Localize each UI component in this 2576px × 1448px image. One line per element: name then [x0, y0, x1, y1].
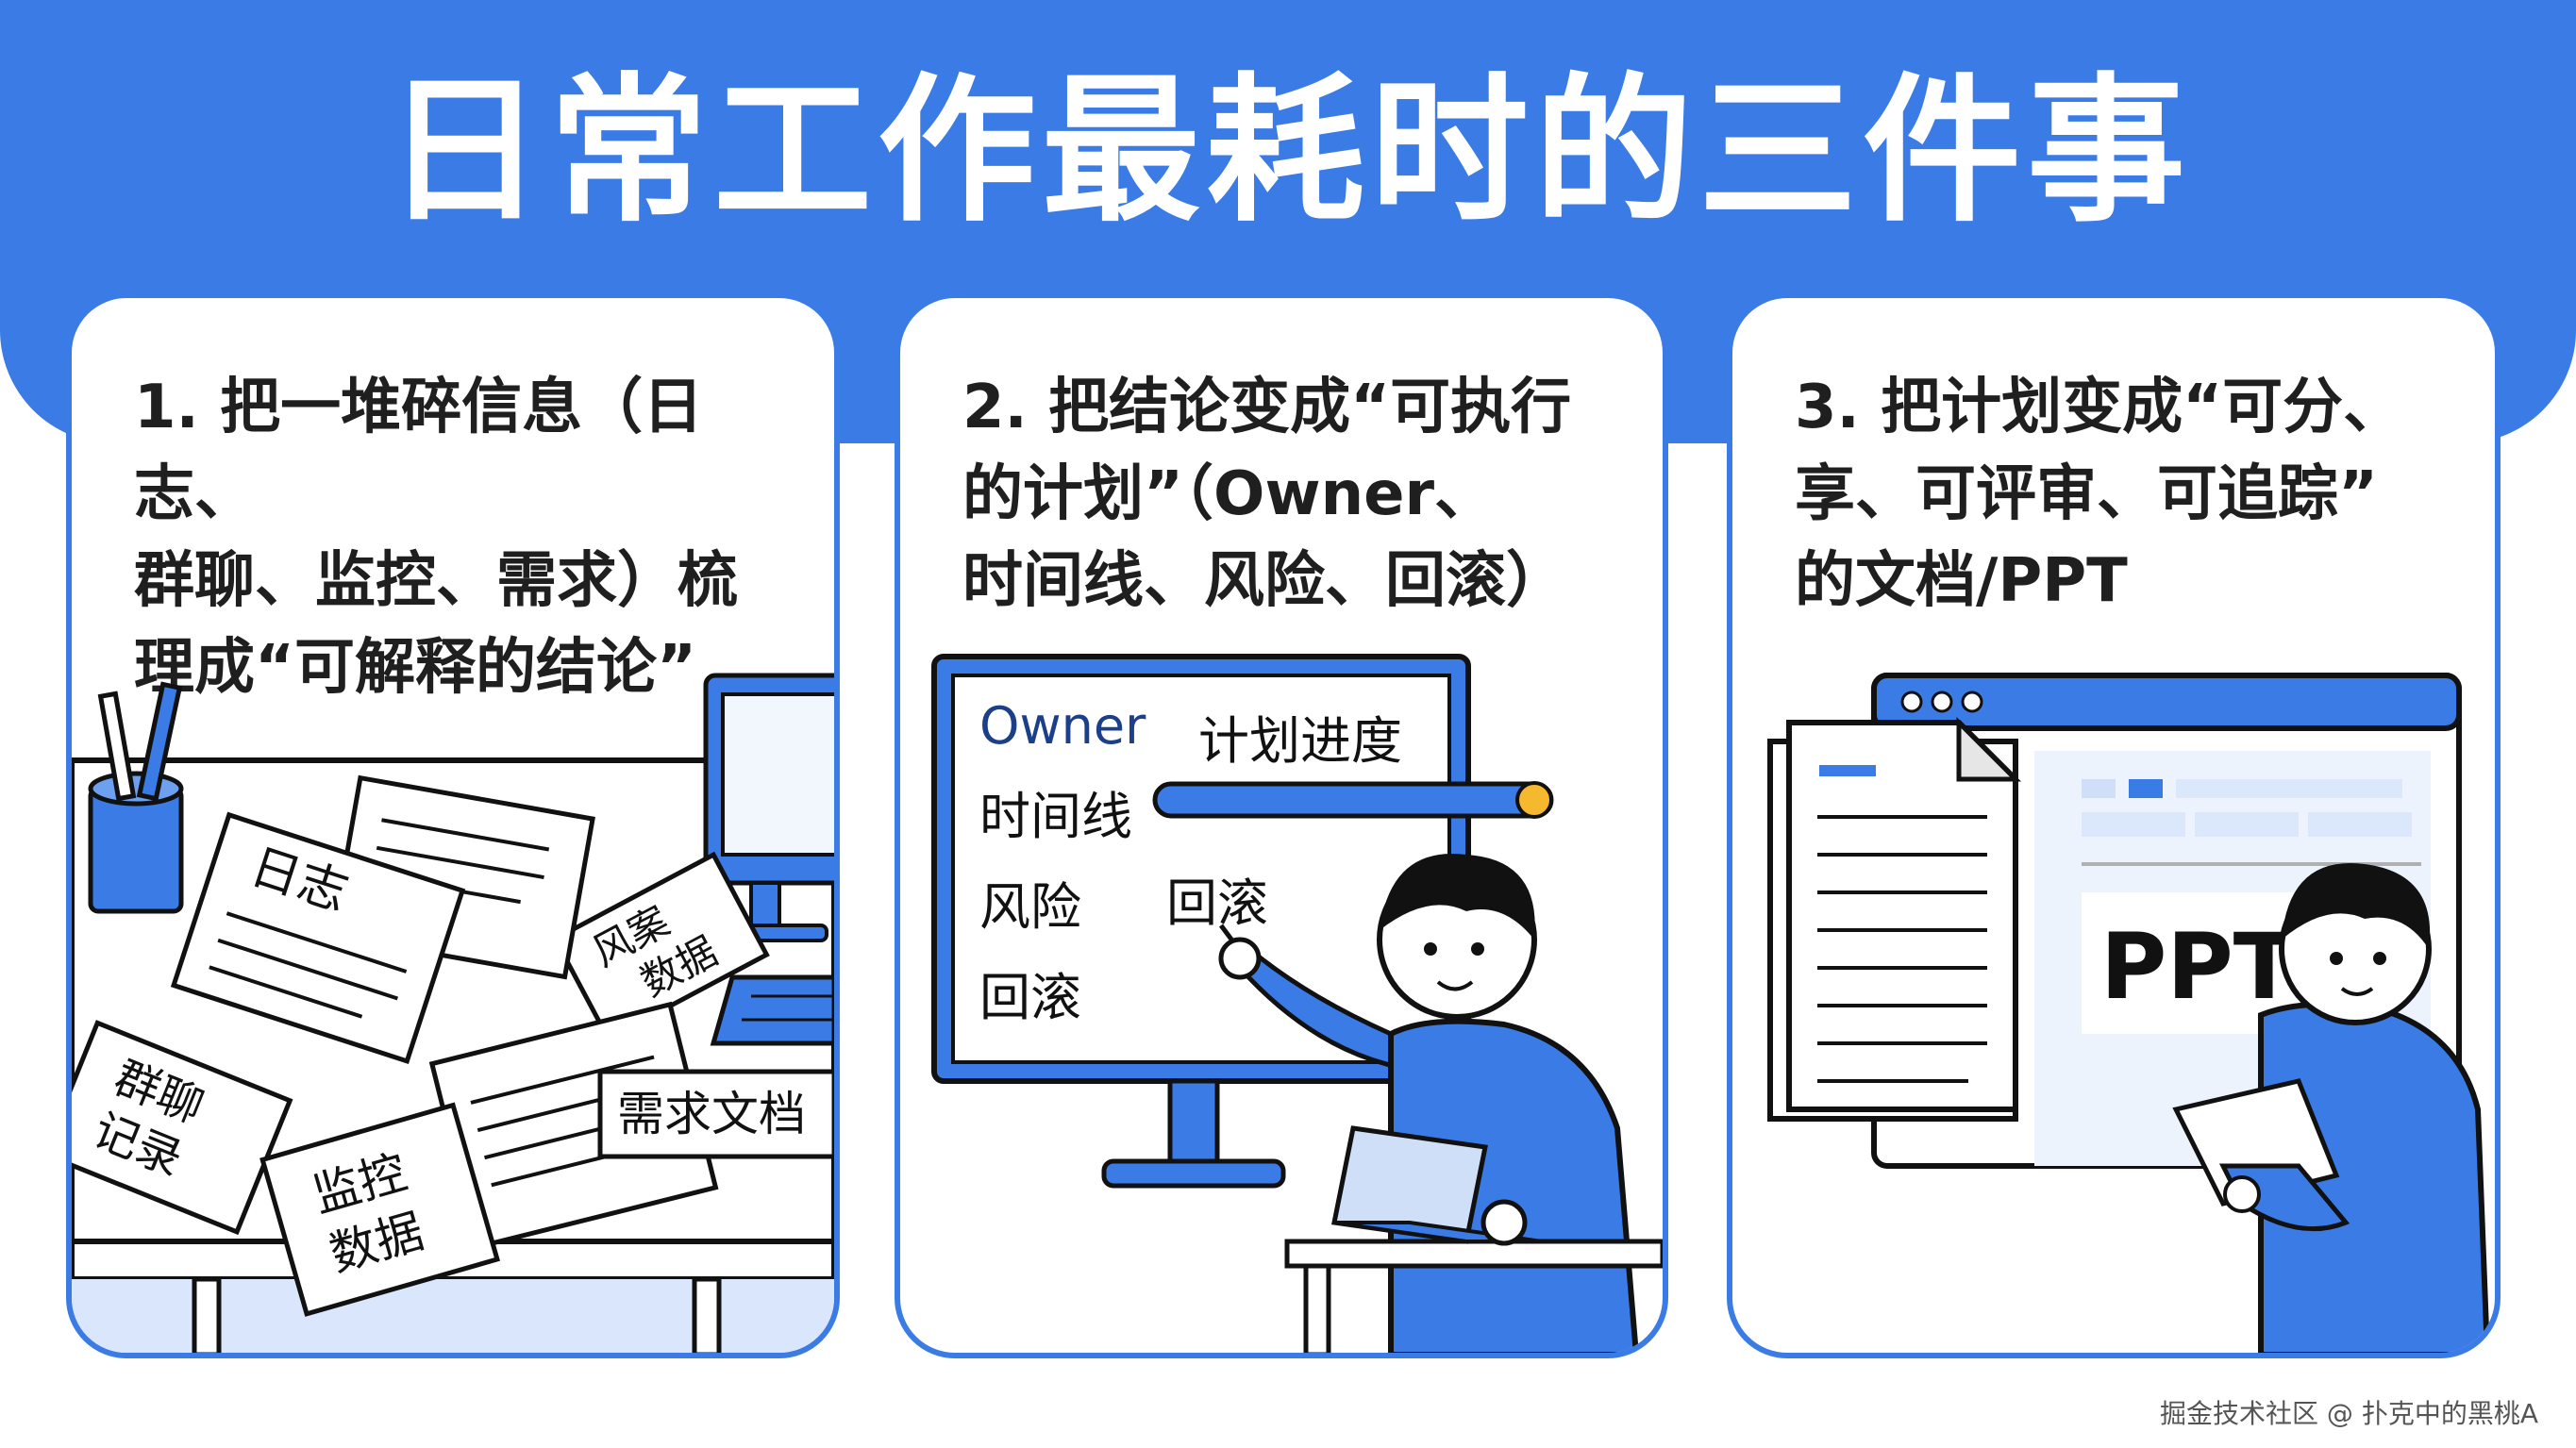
card-3-line-1: 3. 把计划变成“可分、: [1795, 373, 2404, 442]
card-2-line-1: 2. 把结论变成“可执行: [962, 373, 1572, 442]
card-1-line-1: 1. 把一堆碎信息（日志、: [134, 373, 704, 529]
card-1-line-3: 理成“可解释的结论”: [134, 633, 697, 703]
card-3-text: 3. 把计划变成“可分、 享、可评审、可追踪” 的文档/PPT: [1795, 364, 2455, 624]
board-item-owner: Owner: [979, 696, 1146, 756]
card-info-sorting: 1. 把一堆碎信息（日志、 群聊、监控、需求）梳 理成“可解释的结论”: [66, 292, 840, 1358]
board-item-rollback: 回滚: [979, 968, 1081, 1027]
presentation-illustration: Owner 时间线 风险 回滚 计划进度 回滚: [931, 654, 1663, 1353]
monitor-icon: [703, 673, 834, 942]
card-1-line-2: 群聊、监控、需求）梳: [134, 546, 738, 616]
card-2-line-3: 时间线、风险、回滚）: [962, 546, 1566, 616]
presentation-screen-icon: Owner 时间线 风险 回滚 计划进度 回滚: [931, 654, 1471, 1189]
card-1-text: 1. 把一堆碎信息（日志、 群聊、监控、需求）梳 理成“可解释的结论”: [134, 364, 795, 711]
presenter-icon: [1218, 854, 1639, 1353]
card-2-illustration: Owner 时间线 风险 回滚 计划进度 回滚: [900, 638, 1663, 1353]
card-2-line-2: 的计划”（Owner、: [962, 459, 1496, 529]
reader-icon: [2172, 863, 2490, 1353]
watermark: 掘金技术社区 @ 扑克中的黑桃A: [2160, 1398, 2538, 1429]
page-title: 日常工作最耗时的三件事: [385, 58, 2191, 243]
paper-requirement-label: 需求文档: [617, 1087, 806, 1141]
paper-requirement-tag: 需求文档: [597, 1069, 834, 1159]
document-illustration: PPT: [1767, 673, 2490, 1353]
card-3-line-2: 享、可评审、可追踪”: [1795, 459, 2379, 529]
desk-illustration: 风案 数据 日志: [72, 673, 834, 1353]
board-item-timeline: 时间线: [979, 787, 1132, 846]
card-2-text: 2. 把结论变成“可执行 的计划”（Owner、 时间线、风险、回滚）: [962, 364, 1623, 624]
paper-monitor-data: 监控 数据: [259, 1102, 501, 1317]
card-3-line-3: 的文档/PPT: [1795, 546, 2128, 616]
pen-holder-icon: [88, 681, 184, 914]
document-icon: [1767, 716, 2022, 1122]
progress-label: 计划进度: [1198, 711, 1402, 771]
card-1-illustration: 风案 数据 日志: [72, 638, 834, 1353]
board-item-risk: 风险: [979, 877, 1081, 937]
rollback-label: 回滚: [1166, 874, 1268, 933]
card-shareable-doc: 3. 把计划变成“可分、 享、可评审、可追踪” 的文档/PPT P: [1727, 292, 2501, 1358]
card-action-plan: 2. 把结论变成“可执行 的计划”（Owner、 时间线、风险、回滚） Owne…: [895, 292, 1668, 1358]
paper-log: 日志: [170, 811, 466, 1065]
progress-bar-icon: [1152, 781, 1554, 819]
laptop-icon: [1284, 1125, 1663, 1353]
paper-chat: 群聊 记录: [72, 1020, 293, 1236]
ppt-label: PPT: [2100, 914, 2295, 1020]
keyboard-icon: [710, 974, 834, 1046]
card-3-illustration: PPT: [1732, 638, 2495, 1353]
